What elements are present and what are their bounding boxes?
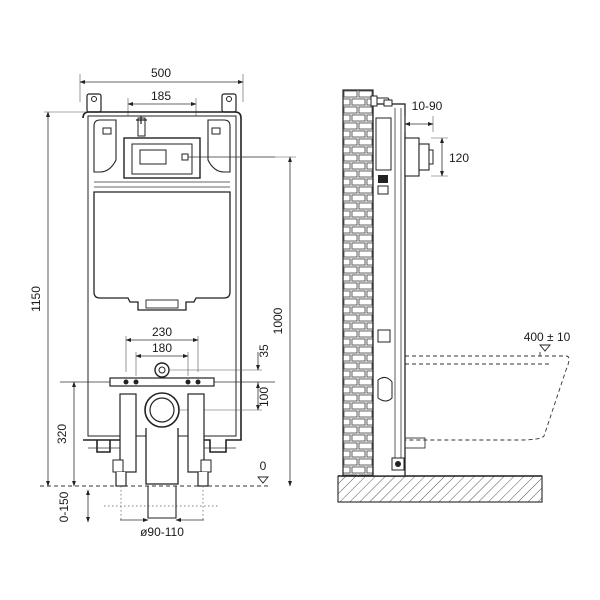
dim-wall-gap: 10-90 [404, 99, 443, 132]
dim-bowl-height: 400 ± 10 [524, 330, 571, 352]
dim-height-total: 1150 [29, 111, 88, 487]
label-height-320: 320 [55, 424, 69, 444]
label-wall-gap: 10-90 [412, 99, 443, 113]
level-marker-icon [257, 476, 269, 484]
dim-top-hole-spacing: 185 [127, 89, 197, 116]
drain-assembly [88, 392, 236, 522]
label-inlet-height: 120 [449, 151, 469, 165]
bolt-bar [60, 377, 275, 387]
water-inlet [154, 362, 170, 378]
brick-wall [342, 89, 374, 477]
label-offset-100: 100 [257, 387, 271, 407]
level-marker-icon [539, 344, 551, 352]
frame-profile [370, 95, 406, 477]
label-height-total: 1150 [29, 286, 43, 312]
label-outlet-spacing: 180 [152, 341, 172, 355]
cistern-top [93, 116, 275, 188]
label-height-1000: 1000 [271, 307, 285, 334]
label-outlet-offset: 35 [257, 344, 271, 358]
label-zero-level: 0 [260, 459, 267, 473]
dim-height-1000: 100 0 [230, 156, 296, 487]
floor-slab [337, 475, 543, 503]
top-brackets [86, 93, 237, 113]
dim-width-total: 500 [79, 66, 244, 102]
side-view: 10-90 120 400 ± 10 [337, 89, 571, 503]
toilet-outline [404, 352, 570, 449]
label-top-hole-spacing: 185 [151, 89, 171, 103]
dim-outlet-spacing: 180 [135, 341, 189, 376]
label-drain-diameter: ø90-110 [140, 525, 184, 539]
label-width-total: 500 [151, 66, 171, 80]
outer-frame [82, 111, 242, 453]
dim-bracket-width: 230 [125, 325, 199, 372]
dim-outlet-offset: 35 [170, 344, 271, 386]
label-bowl-height: 400 ± 10 [524, 330, 571, 344]
inlet-box [404, 137, 434, 177]
label-floor-adjust: 0-150 [57, 491, 71, 522]
cistern-body [93, 191, 231, 311]
dim-inlet-height: 120 [431, 137, 469, 177]
zero-level: 0 [40, 459, 270, 487]
front-view: 500 185 [29, 66, 296, 539]
label-bracket-width: 230 [152, 325, 172, 339]
dim-floor-adjust: 0-150 [57, 489, 90, 523]
dim-drain-diameter: ø90-110 [120, 518, 204, 539]
dim-height-320: 320 [55, 381, 76, 487]
